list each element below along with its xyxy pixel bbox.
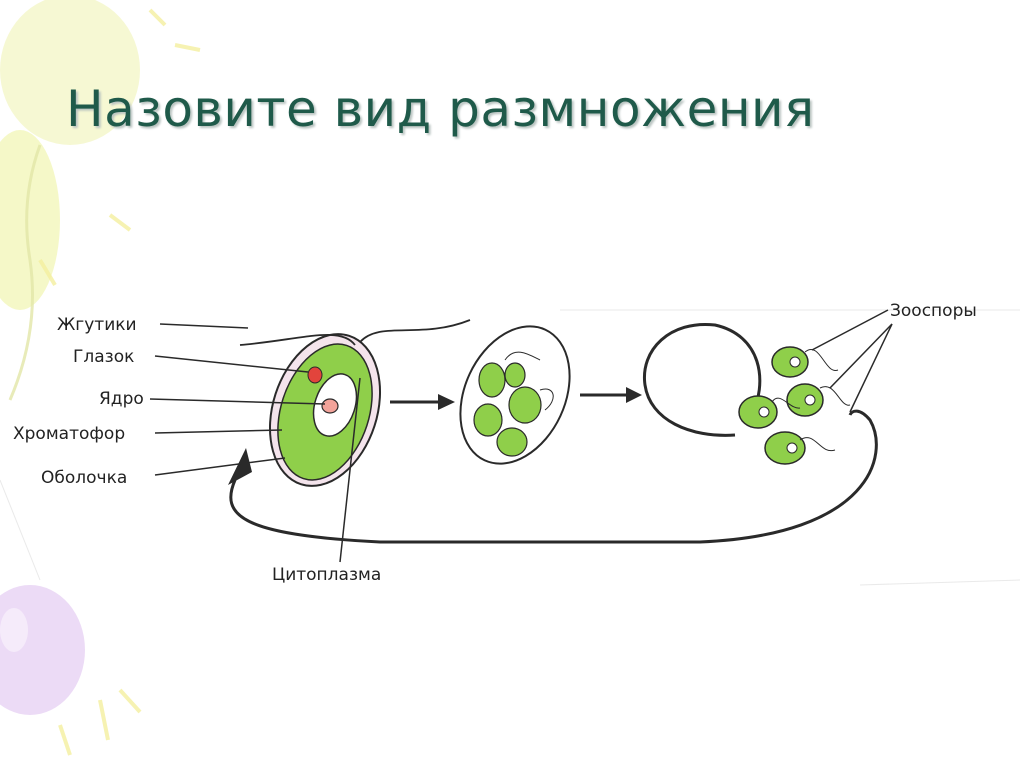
label-chromatophore: Хроматофор — [13, 424, 125, 444]
flagellum-2 — [359, 319, 471, 343]
slide-title: Назовите вид размножения — [66, 80, 815, 138]
zoospore-4 — [764, 431, 806, 465]
eyespot — [307, 366, 323, 384]
label-zoospores: Зооспоры — [890, 301, 977, 321]
sun-rays — [38, 8, 201, 287]
sun-rays-bottom — [58, 688, 142, 756]
inner-flagella — [504, 351, 554, 411]
balloon-string — [8, 144, 42, 401]
zoospore-3 — [738, 395, 778, 429]
purple-balloon-highlight — [0, 608, 28, 652]
inner-zoospore-3 — [473, 403, 503, 437]
zoospores-leaders — [811, 309, 893, 413]
cycle-arrow-head — [228, 448, 252, 485]
inner-zoospore-2 — [508, 386, 542, 424]
label-flagella: Жгутики — [57, 315, 137, 335]
label-membrane: Оболочка — [41, 468, 127, 488]
label-eyespot: Глазок — [73, 347, 134, 367]
cycle-arrow — [229, 409, 878, 544]
dividing-cell — [459, 325, 571, 465]
inner-zoospore-5 — [504, 362, 526, 388]
empty-membrane — [642, 322, 762, 437]
inner-zoospore-4 — [496, 427, 528, 457]
yellow-balloon-top — [0, 0, 140, 145]
inner-zoospore-1 — [478, 362, 506, 398]
released-zoospores — [738, 309, 893, 465]
arrow-2 — [580, 387, 642, 403]
zoospore-flagella — [771, 349, 851, 452]
chlamydomonas-cell — [239, 319, 471, 487]
arrow-1 — [390, 394, 455, 410]
label-leaders — [149, 323, 361, 563]
label-nucleus: Ядро — [99, 389, 144, 409]
flagellum-1 — [239, 334, 356, 346]
scan-background — [0, 309, 1021, 586]
reproduction-diagram: Жгутики Глазок Ядро Хроматофор Оболочка … — [0, 301, 1021, 586]
nucleus — [321, 398, 339, 414]
label-cytoplasm: Цитоплазма — [272, 565, 381, 585]
